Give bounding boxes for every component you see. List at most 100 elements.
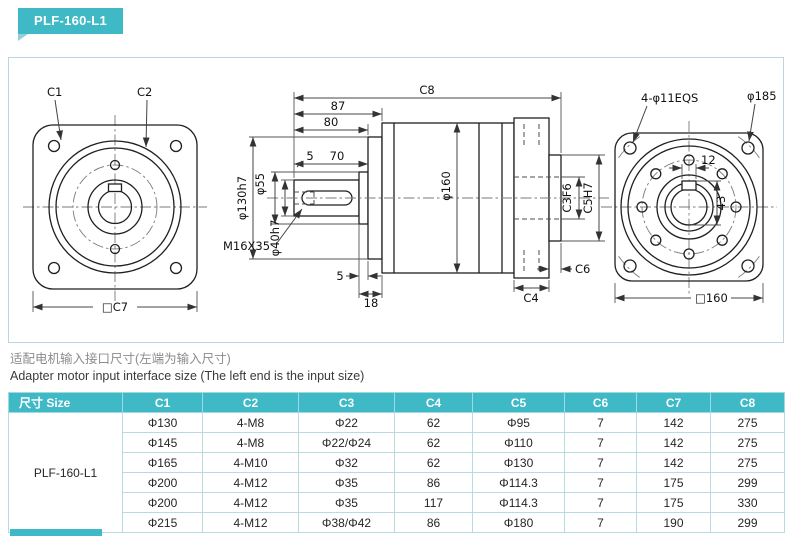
spec-cell: 117 <box>394 492 473 513</box>
dim-c7: □C7 <box>32 291 198 314</box>
spec-cell: 142 <box>636 432 711 453</box>
spec-cell: Φ114.3 <box>472 472 565 493</box>
spec-cell: Φ130 <box>122 412 203 433</box>
dim-dia55: φ55 <box>253 171 359 225</box>
dim-5-bottom: 5 <box>336 224 381 298</box>
spec-cell: 330 <box>710 492 785 513</box>
dim-c3: C3F6 <box>560 176 585 220</box>
spec-cell: 7 <box>564 432 637 453</box>
spec-cell: 7 <box>564 512 637 533</box>
corner-hole <box>169 261 183 275</box>
front-flange-square <box>32 124 198 290</box>
dim-holes-label: 4-φ11EQS <box>641 91 698 105</box>
mount-hole <box>623 259 637 273</box>
dim-18: 18 <box>359 275 383 310</box>
bolt-hole <box>109 159 121 171</box>
spec-cell: Φ22 <box>298 412 395 433</box>
header-row: 尺寸 Size C1 C2 C3 C4 C5 C6 C7 C8 <box>8 392 785 413</box>
corner-hole <box>169 139 183 153</box>
spec-cell: Φ180 <box>472 512 565 533</box>
spec-cell: 62 <box>394 452 473 473</box>
col-header-c1: C1 <box>122 392 203 413</box>
dim-80-label: 80 <box>324 115 339 129</box>
mount-hole <box>623 141 637 155</box>
bolt-hole <box>683 248 695 260</box>
label-c1: C1 <box>47 85 63 141</box>
dim-12-label: 12 <box>701 153 716 167</box>
col-header-size: 尺寸 Size <box>8 392 123 413</box>
spec-cell: 4-M8 <box>202 412 299 433</box>
dim-c5: C5H7 <box>561 154 605 242</box>
spec-cell: 7 <box>564 452 637 473</box>
dim-87-label: 87 <box>331 99 346 113</box>
spec-cell: 86 <box>394 472 473 493</box>
dim-12: 12 <box>669 153 716 179</box>
corner-hole <box>47 261 61 275</box>
bolt-hole <box>636 201 648 213</box>
dim-c4-label: C4 <box>523 291 538 305</box>
col-header-c7: C7 <box>636 392 711 413</box>
dim-70-label: 70 <box>330 149 345 163</box>
dim-sq160-label: □160 <box>695 291 728 305</box>
dim-dia130: φ130h7 <box>235 136 368 260</box>
front-view: C1 C2 □C7 <box>23 85 207 314</box>
notes: 适配电机输入接口尺寸(左端为输入尺寸) Adapter motor input … <box>10 351 364 385</box>
spec-cell: 142 <box>636 452 711 473</box>
col-header-c3: C3 <box>298 392 395 413</box>
dim-dia160: φ160 <box>439 123 461 273</box>
model-badge-label: PLF-160-L1 <box>34 13 108 28</box>
dim-18-label: 18 <box>364 296 379 310</box>
spec-cell: Φ215 <box>122 512 203 533</box>
corner-hole <box>47 139 61 153</box>
flange-circle <box>620 138 758 276</box>
mount-hole <box>741 141 755 155</box>
mount-hole <box>741 259 755 273</box>
dim-dia40: φ40h7 <box>268 179 294 256</box>
bolt-hole <box>650 168 662 180</box>
dim-87: 87 <box>294 99 383 121</box>
bolt-circle <box>72 164 158 250</box>
drawing-panel: C1 C2 □C7 <box>8 57 784 343</box>
dim-c2-label: C2 <box>137 85 152 99</box>
dim-dia185-label: φ185 <box>747 89 777 103</box>
col-header-c6: C6 <box>564 392 637 413</box>
boss-circle <box>627 145 751 269</box>
spec-cell: Φ114.3 <box>472 492 565 513</box>
col-header-c8: C8 <box>710 392 785 413</box>
spec-cell: Φ35 <box>298 472 395 493</box>
spec-cell: Φ200 <box>122 472 203 493</box>
row-group-label: PLF-160-L1 <box>8 412 123 533</box>
dim-5-label: 5 <box>306 149 313 163</box>
dim-43: 43 <box>691 180 728 226</box>
spec-cell: 299 <box>710 472 785 493</box>
col-header-c4: C4 <box>394 392 473 413</box>
note-english: Adapter motor input interface size (The … <box>10 369 365 383</box>
spec-cell: 299 <box>710 512 785 533</box>
bolt-circle <box>641 159 737 255</box>
col-header-c2: C2 <box>202 392 299 413</box>
bolt-hole <box>683 154 695 166</box>
spec-cell: 7 <box>564 412 637 433</box>
label-c2: C2 <box>137 85 152 148</box>
spec-cell: Φ200 <box>122 492 203 513</box>
spec-cell: 62 <box>394 432 473 453</box>
label-thread: M16X35 <box>223 208 303 253</box>
dim-c4: C4 <box>513 280 550 305</box>
spec-cell: 4-M12 <box>202 472 299 493</box>
boss-circle <box>55 147 175 267</box>
spec-cell: Φ130 <box>472 452 565 473</box>
dim-c7-label: □C7 <box>102 300 128 314</box>
spec-cell: 7 <box>564 492 637 513</box>
corner-bolt-circle-arcs <box>618 136 760 278</box>
spec-cell: Φ38/Φ42 <box>298 512 395 533</box>
spec-cell: 190 <box>636 512 711 533</box>
dim-c5-label: C5H7 <box>581 182 595 213</box>
spec-cell: 7 <box>564 472 637 493</box>
label-dia185: φ185 <box>747 89 777 142</box>
